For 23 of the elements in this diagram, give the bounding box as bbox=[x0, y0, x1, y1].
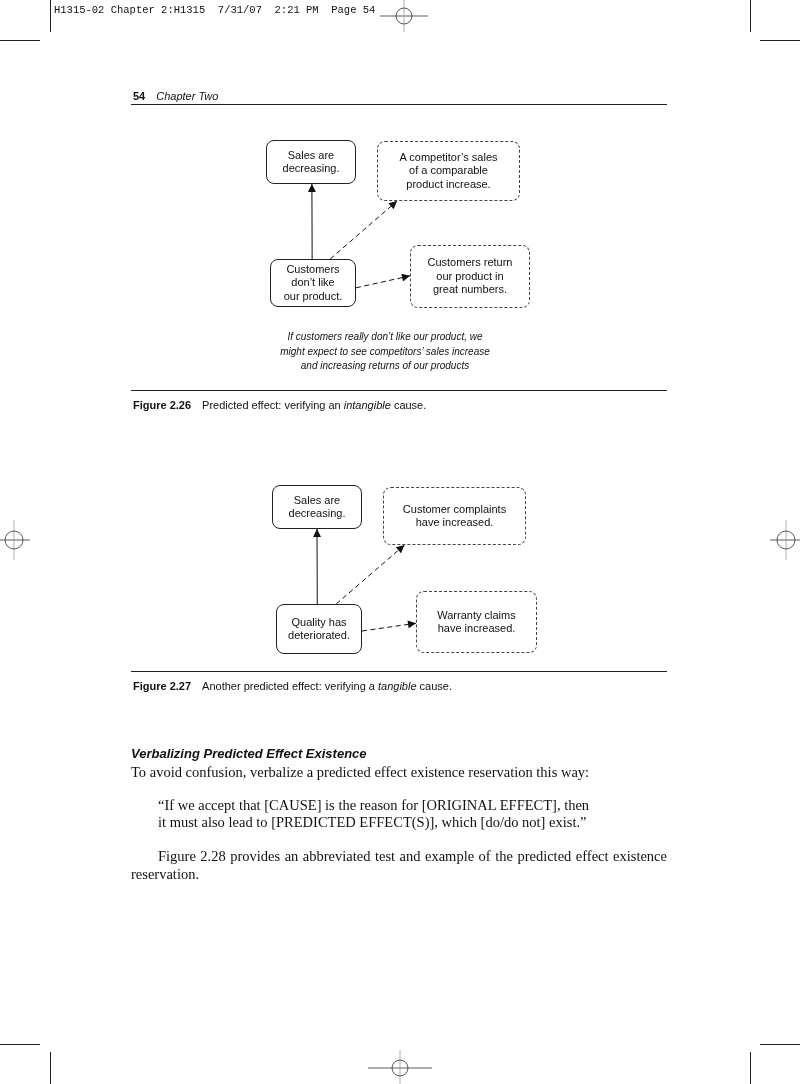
arrow bbox=[313, 528, 322, 605]
rounded-box: Customers don’t like our product. bbox=[270, 259, 356, 307]
figure-caption: Figure 2.27 Another predicted effect: verifying a tangible cause. bbox=[133, 679, 452, 693]
rounded-box: Sales are decreasing. bbox=[272, 485, 362, 529]
arrow bbox=[307, 183, 316, 260]
dashed-rounded-box: Customers return our product in great numbers. bbox=[410, 245, 530, 308]
dashed-arrow bbox=[335, 544, 405, 605]
dashed-arrow bbox=[361, 620, 417, 632]
print-slug: H1315-02 Chapter 2:H1315 7/31/07 2:21 PM Page 54 bbox=[54, 4, 376, 17]
paragraph: Figure 2.28 provides an abbreviated test and example of the predicted effect existence reservation. bbox=[131, 847, 667, 883]
rounded-box: Quality has deteriorated. bbox=[276, 604, 362, 654]
dashed-rounded-box: A competitor’s sales of a comparable product increase. bbox=[377, 141, 520, 201]
section-heading: Verbalizing Predicted Effect Existence bbox=[131, 746, 367, 762]
dashed-arrow bbox=[355, 273, 411, 289]
paragraph: To avoid confusion, verbalize a predicted effect existence reservation this way: bbox=[131, 763, 590, 781]
figure-caption: Figure 2.26 Predicted effect: verifying an intangible cause. bbox=[133, 398, 427, 412]
block-quote: “If we accept that [CAUSE] is the reason for [ORIGINAL EFFECT], then it must also lead to [PREDICTED EFFECT(S)], which [do/do not] exist.” bbox=[158, 797, 590, 831]
rounded-box: Sales are decreasing. bbox=[266, 140, 356, 184]
figure-note: If customers really don’t like our product, we might expect to see competitors’ sales increase and increasing returns of our products bbox=[279, 330, 491, 373]
dashed-arrow bbox=[329, 200, 398, 260]
running-head: 54 Chapter Two bbox=[133, 89, 219, 103]
dashed-rounded-box: Customer complaints have increased. bbox=[383, 487, 526, 545]
dashed-rounded-box: Warranty claims have increased. bbox=[416, 591, 537, 653]
